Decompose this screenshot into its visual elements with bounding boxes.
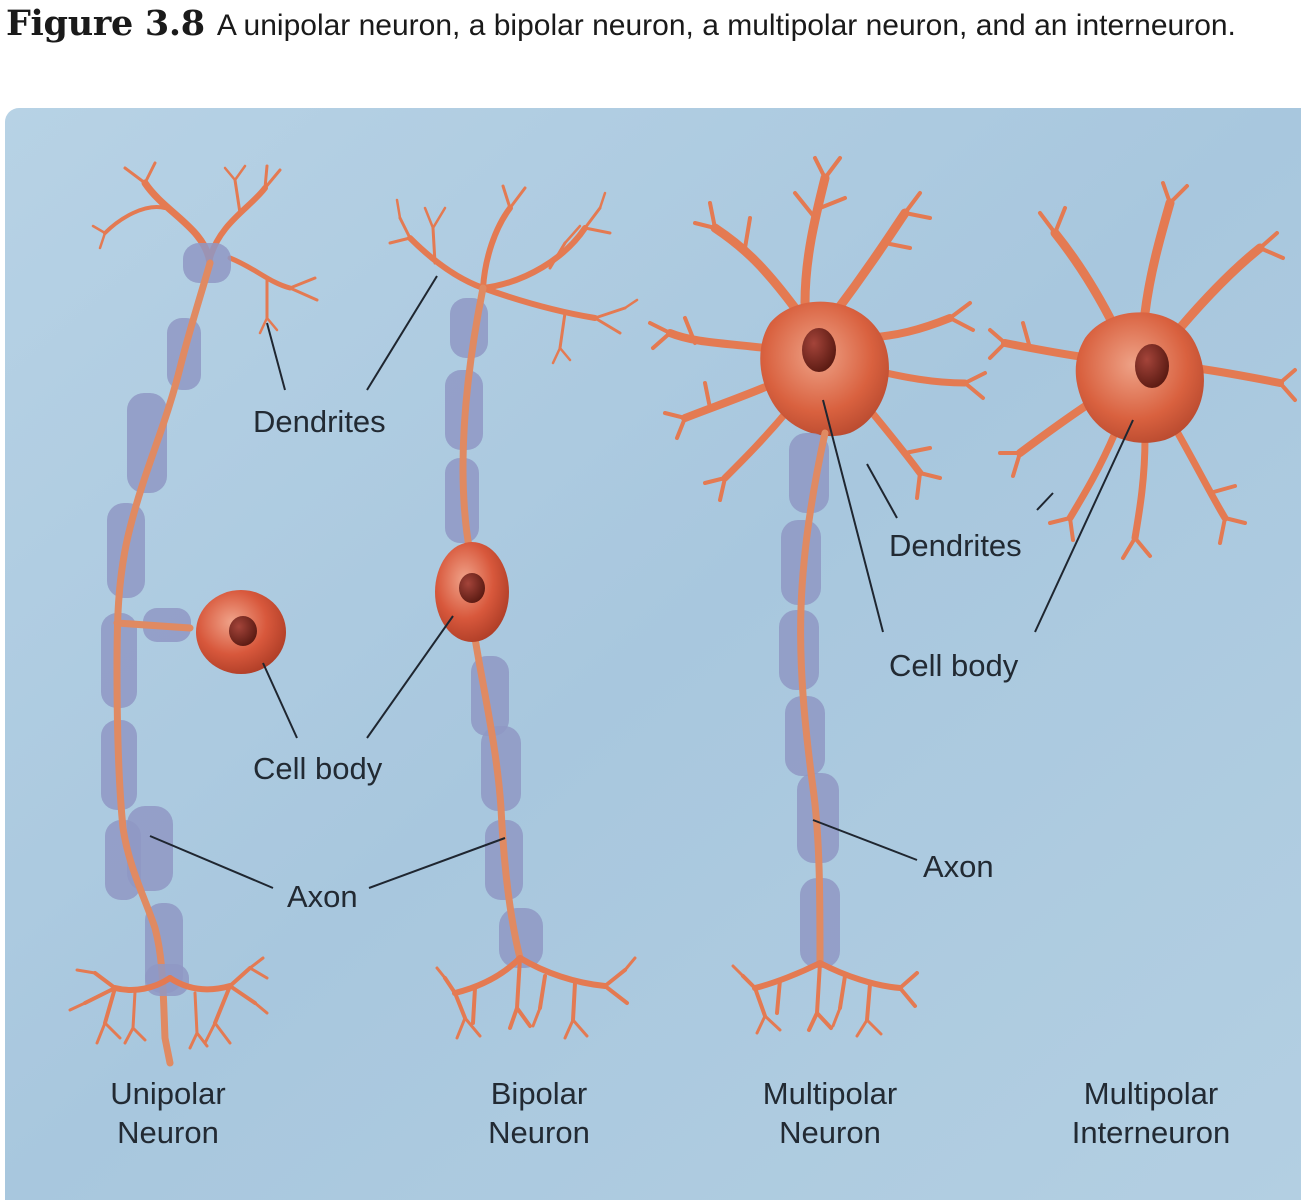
name-multipolar-line2: Neuron xyxy=(779,1115,881,1150)
name-unipolar-line2: Neuron xyxy=(117,1115,219,1150)
unipolar-axon-fiber xyxy=(113,259,214,1067)
label-multipolar-axon: Axon xyxy=(923,849,994,884)
name-multipolar-line1: Multipolar xyxy=(763,1076,897,1111)
bipolar-axon-fiber xyxy=(459,284,524,962)
unipolar-neuron xyxy=(68,161,319,1067)
multipolar-cell-body xyxy=(760,301,889,437)
label-unipolar-axon: Axon xyxy=(287,879,358,914)
figure-caption-text: A unipolar neuron, a bipolar neuron, a m… xyxy=(216,9,1236,42)
bipolar-neuron xyxy=(388,184,639,1040)
multipolar-axon-terminals xyxy=(731,960,919,1038)
name-bipolar-line2: Neuron xyxy=(488,1115,590,1150)
label-multipolar-cell-body: Cell body xyxy=(889,648,1019,683)
name-unipolar-line1: Unipolar xyxy=(110,1076,225,1111)
unipolar-cell-process xyxy=(113,619,194,632)
name-interneuron-line1: Multipolar xyxy=(1084,1076,1218,1111)
bipolar-axon-terminals xyxy=(435,955,637,1040)
name-interneuron-line2: Interneuron xyxy=(1072,1115,1231,1150)
label-unipolar-cell-body: Cell body xyxy=(253,751,383,786)
name-bipolar-line1: Bipolar xyxy=(491,1076,588,1111)
multipolar-dendrites xyxy=(648,156,987,502)
unipolar-cell-body xyxy=(196,590,286,674)
bipolar-top-dendrites xyxy=(388,184,639,365)
callout-labels: Dendrites Cell body Axon Dendrites Cell … xyxy=(253,404,1022,914)
figure-caption: Figure 3.8 A unipolar neuron, a bipolar n… xyxy=(6,4,1296,51)
unipolar-axon-terminals xyxy=(68,956,269,1050)
neuron-type-names: Unipolar Neuron Bipolar Neuron Multipola… xyxy=(110,1076,1230,1150)
figure-number: Figure 3.8 xyxy=(6,3,205,44)
interneuron-cell-body xyxy=(1075,312,1204,443)
label-multipolar-dendrites: Dendrites xyxy=(889,528,1022,563)
multipolar-axon-fiber xyxy=(797,429,829,967)
multipolar-neuron xyxy=(648,156,987,1038)
leader-lines xyxy=(149,275,1134,889)
neuron-illustration: Dendrites Cell body Axon Dendrites Cell … xyxy=(5,108,1301,1200)
label-unipolar-dendrites: Dendrites xyxy=(253,404,386,439)
interneuron xyxy=(988,181,1297,560)
interneuron-dendrites xyxy=(988,181,1297,560)
